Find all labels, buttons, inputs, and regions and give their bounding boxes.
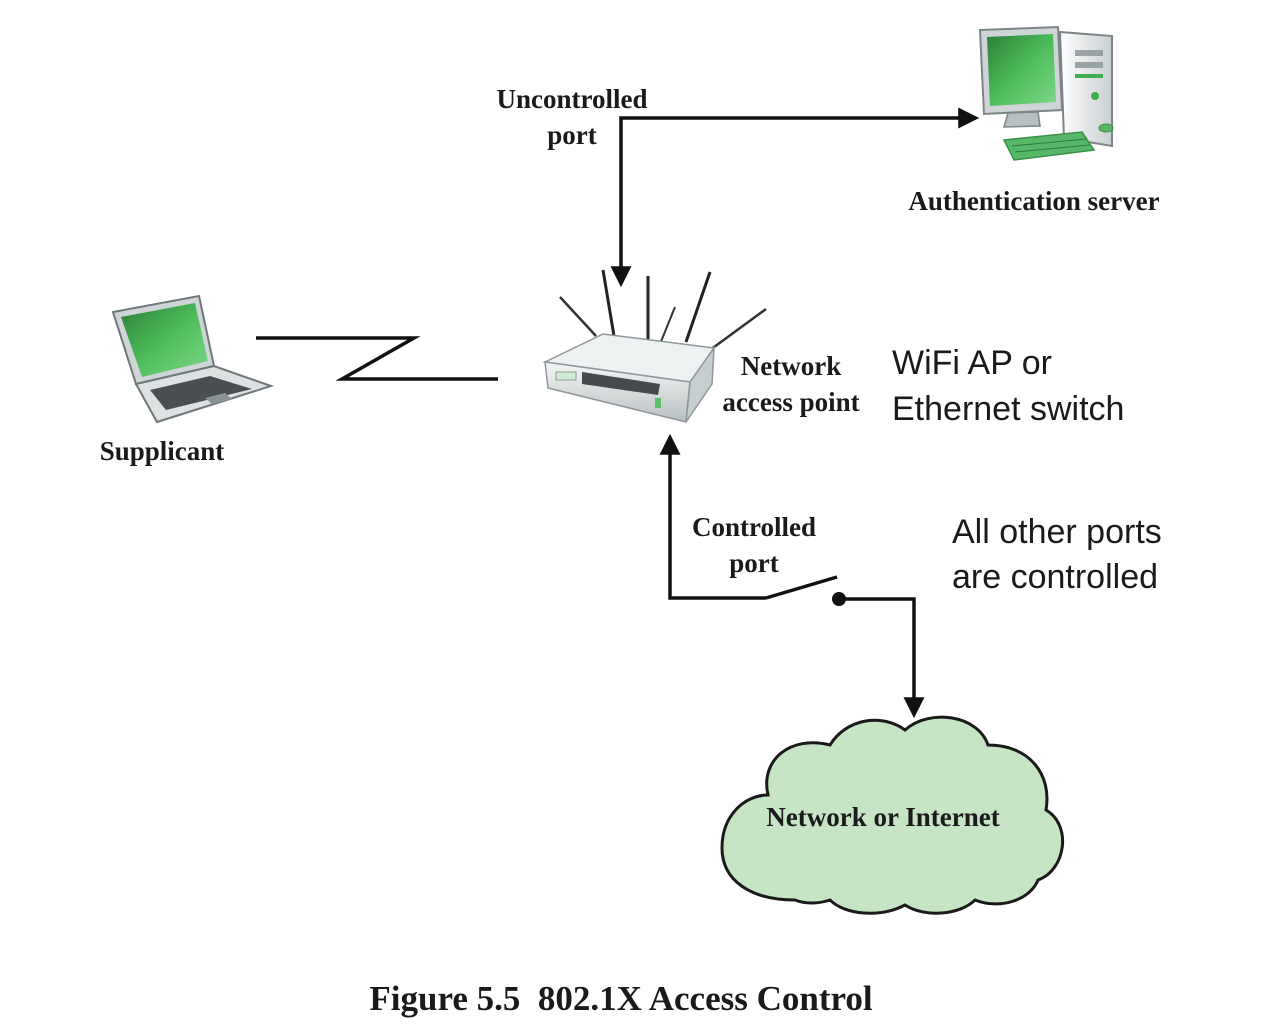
other-ports-note-2: are controlled — [952, 558, 1158, 596]
wifi-ap-note-2: Ethernet switch — [892, 390, 1124, 428]
supplicant-label: Supplicant — [100, 436, 225, 466]
uncontrolled-port-label-2: port — [547, 120, 597, 150]
access-point-label-2: access point — [722, 387, 859, 417]
access-point-label: Network — [741, 351, 841, 381]
uncontrolled-port-label: Uncontrolled — [496, 84, 647, 114]
controlled-port-label: Controlled — [692, 512, 816, 542]
cloud-label: Network or Internet — [766, 802, 999, 832]
laptop-icon — [111, 294, 275, 424]
wifi-ap-note: WiFi AP or — [892, 344, 1052, 382]
controlled-port-link — [659, 433, 766, 600]
other-ports-note: All other ports — [952, 513, 1162, 551]
controlled-port-label-2: port — [729, 548, 779, 578]
figure-caption: Figure 5.5 802.1X Access Control — [369, 979, 873, 1018]
controlled-port-switch — [765, 575, 838, 600]
uncontrolled-port-link — [610, 107, 980, 288]
authentication-server-label: Authentication server — [908, 186, 1159, 216]
cloud-icon — [720, 715, 1065, 915]
router-icon — [542, 269, 767, 423]
network-link — [839, 597, 925, 719]
desktop-computer-icon — [978, 25, 1114, 161]
wireless-link — [256, 336, 498, 381]
